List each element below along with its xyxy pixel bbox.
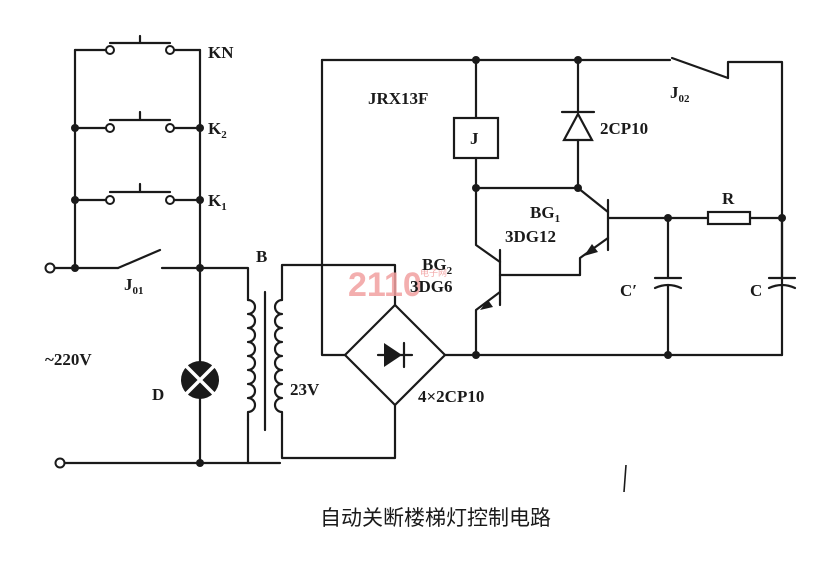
label-j01: J01	[124, 275, 144, 297]
label-cap1: C′	[620, 281, 637, 300]
label-diode: 2CP10	[600, 119, 648, 138]
label-k1: K1	[208, 191, 227, 213]
flyback-diode	[560, 58, 596, 192]
label-bg2: BG2	[422, 255, 453, 277]
label-cap2: C	[750, 281, 762, 300]
label-j02: J02	[670, 83, 690, 105]
bridge-rectifier	[320, 58, 784, 407]
label-kn: KN	[208, 43, 234, 62]
label-k2: K2	[208, 119, 227, 141]
label-transformer: B	[256, 247, 267, 266]
transistor-bg2	[472, 186, 582, 359]
label-bridge: 4×2CP10	[418, 387, 484, 406]
label-mains: ~220V	[45, 350, 92, 369]
label-bg2-type: 3DG6	[410, 277, 453, 296]
scan-mark	[623, 464, 627, 493]
label-relay: J	[470, 129, 479, 148]
label-bg1: BG1	[530, 203, 560, 225]
label-resistor: R	[722, 189, 735, 208]
watermark-small: 电子网	[420, 267, 447, 279]
transformer	[198, 263, 397, 465]
switch-ladder	[71, 34, 204, 467]
relay-coil	[452, 58, 500, 192]
watermark-big: 2110	[348, 266, 422, 304]
label-secondary-voltage: 23V	[290, 380, 320, 399]
timing-network	[653, 210, 797, 359]
label-lamp: D	[152, 385, 164, 404]
lamp	[181, 361, 219, 399]
label-relay-model: JRX13F	[368, 89, 428, 108]
diagram-caption: 自动关断楼梯灯控制电路	[320, 506, 551, 530]
watermark: 2110 电子网	[348, 266, 447, 304]
mains-input	[44, 248, 282, 469]
transistor-bg1	[474, 186, 670, 277]
label-bg1-type: 3DG12	[505, 227, 556, 246]
